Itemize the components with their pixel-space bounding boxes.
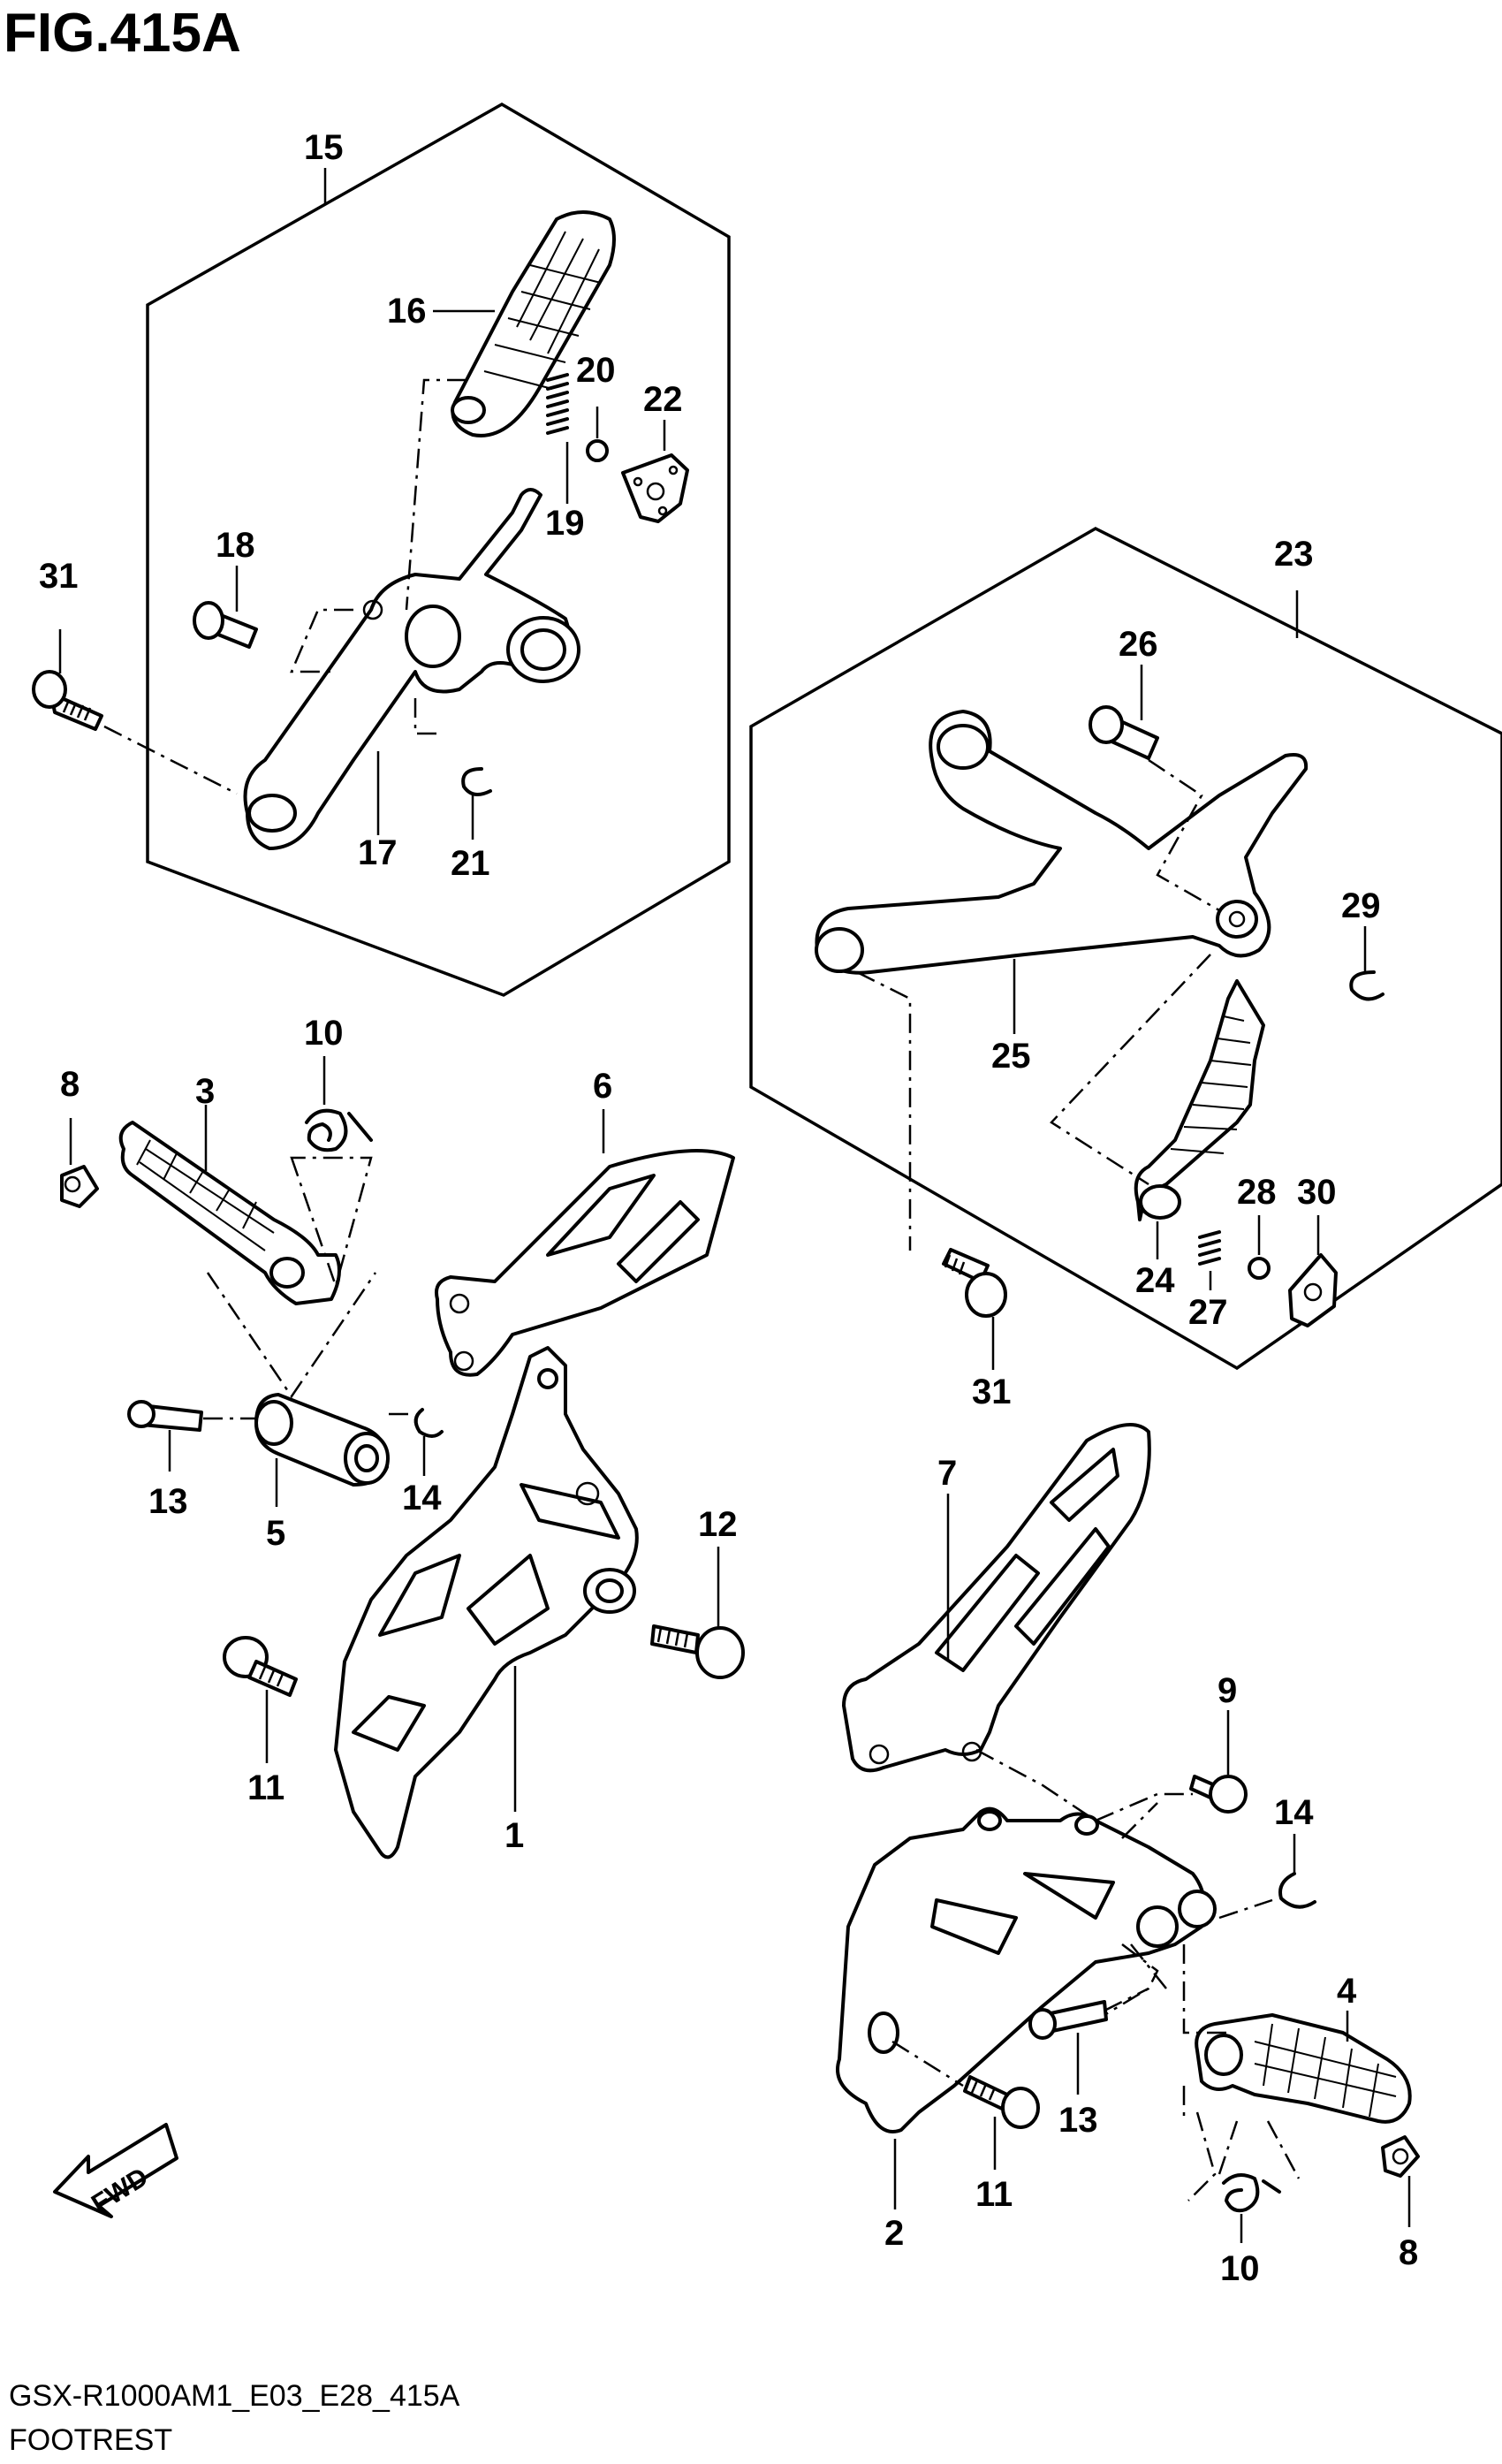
part-31-bolt-lower bbox=[942, 1248, 1007, 1318]
callout-29[interactable]: 29 bbox=[1341, 886, 1381, 925]
callout-12[interactable]: 12 bbox=[698, 1505, 738, 1544]
callout-22[interactable]: 22 bbox=[643, 380, 683, 419]
callout-11-right[interactable]: 11 bbox=[975, 2175, 1013, 2214]
callout-20[interactable]: 20 bbox=[576, 351, 616, 390]
callout-13-left[interactable]: 13 bbox=[148, 1482, 188, 1521]
callout-30[interactable]: 30 bbox=[1297, 1173, 1337, 1212]
callout-1[interactable]: 1 bbox=[504, 1816, 524, 1855]
part-6-heel-guard-left bbox=[435, 1149, 735, 1377]
callout-31-lower[interactable]: 31 bbox=[972, 1373, 1012, 1411]
part-3-rider-footrest bbox=[118, 1121, 341, 1305]
model-code: GSX-R1000AM1_E03_E28_415A bbox=[9, 2379, 460, 2413]
callout-9[interactable]: 9 bbox=[1218, 1671, 1237, 1710]
part-12-bolt bbox=[650, 1624, 745, 1679]
part-29-e-clip bbox=[1349, 970, 1384, 1001]
callout-6[interactable]: 6 bbox=[593, 1067, 612, 1106]
part-26-pin bbox=[1089, 705, 1159, 760]
callout-27[interactable]: 27 bbox=[1188, 1293, 1228, 1332]
callout-18[interactable]: 18 bbox=[216, 526, 255, 565]
part-4-rider-footrest-right bbox=[1195, 2013, 1412, 2124]
part-1-footrest-bracket-left bbox=[334, 1346, 639, 1859]
part-28-ball bbox=[1248, 1257, 1271, 1280]
part-30-plate bbox=[1288, 1253, 1338, 1327]
part-5-pivot-mount bbox=[254, 1393, 390, 1487]
part-14-e-clip-left bbox=[413, 1408, 444, 1438]
part-27-spring bbox=[1198, 1230, 1221, 1266]
part-13-pin-right bbox=[1028, 2000, 1108, 2040]
part-10-spring-left bbox=[305, 1108, 373, 1152]
forward-direction-arrow-icon: FWD bbox=[53, 2123, 178, 2219]
callout-15[interactable]: 15 bbox=[304, 128, 344, 167]
part-13-pin-left bbox=[127, 1400, 203, 1432]
part-21-e-clip bbox=[461, 767, 492, 796]
callout-28[interactable]: 28 bbox=[1237, 1173, 1277, 1212]
part-16-footrest-rubber bbox=[451, 210, 616, 437]
callout-5[interactable]: 5 bbox=[266, 1514, 285, 1553]
callout-26[interactable]: 26 bbox=[1119, 625, 1158, 664]
part-10-spring-right bbox=[1222, 2173, 1281, 2213]
callout-8-left[interactable]: 8 bbox=[60, 1065, 80, 1104]
part-11-bolt-right bbox=[963, 2075, 1040, 2129]
part-20-ball bbox=[586, 439, 609, 462]
part-22-plate bbox=[621, 453, 689, 523]
callout-labels: 15 16 20 22 19 18 31 17 21 23 26 29 25 2… bbox=[39, 128, 1418, 2288]
callout-2[interactable]: 2 bbox=[884, 2214, 904, 2253]
callout-13-right[interactable]: 13 bbox=[1058, 2101, 1098, 2140]
callout-24[interactable]: 24 bbox=[1135, 1261, 1175, 1300]
figure-title: FIG.415A bbox=[4, 3, 241, 64]
callout-19[interactable]: 19 bbox=[545, 504, 585, 543]
callout-10-right[interactable]: 10 bbox=[1220, 2249, 1260, 2288]
part-14-e-clip-right bbox=[1278, 1872, 1316, 1909]
callout-25[interactable]: 25 bbox=[991, 1037, 1031, 1076]
part-24-passenger-footrest bbox=[1134, 979, 1265, 1221]
callout-14-right[interactable]: 14 bbox=[1274, 1793, 1314, 1832]
part-7-heel-guard-right bbox=[842, 1423, 1151, 1773]
section-name: FOOTREST bbox=[9, 2423, 172, 2457]
callout-4[interactable]: 4 bbox=[1337, 1972, 1357, 2011]
callout-3[interactable]: 3 bbox=[195, 1072, 215, 1111]
part-17-footrest-bracket bbox=[243, 488, 580, 850]
callout-10-left[interactable]: 10 bbox=[304, 1014, 344, 1053]
part-18-pin bbox=[193, 601, 258, 649]
assembly-frame-15 bbox=[146, 102, 731, 997]
part-31-bolt-upper bbox=[32, 670, 103, 731]
assembly-frame-23 bbox=[749, 527, 1502, 1371]
callout-14-left[interactable]: 14 bbox=[402, 1479, 442, 1517]
part-8-cap-right bbox=[1381, 2135, 1420, 2178]
callout-7[interactable]: 7 bbox=[937, 1454, 957, 1493]
callout-23[interactable]: 23 bbox=[1274, 535, 1314, 574]
part-25-passenger-bracket bbox=[815, 710, 1309, 975]
part-2-footrest-bracket-right bbox=[836, 1806, 1217, 2133]
callout-16[interactable]: 16 bbox=[387, 292, 427, 331]
callout-21[interactable]: 21 bbox=[451, 844, 490, 883]
callout-8-right[interactable]: 8 bbox=[1399, 2233, 1418, 2272]
part-9-bolt bbox=[1189, 1775, 1248, 1814]
callout-17[interactable]: 17 bbox=[358, 833, 398, 872]
callout-31-upper[interactable]: 31 bbox=[39, 557, 79, 596]
callout-11-left[interactable]: 11 bbox=[247, 1768, 284, 1807]
part-8-cap-left bbox=[60, 1165, 99, 1208]
part-19-spring bbox=[546, 373, 569, 435]
part-11-bolt-left bbox=[223, 1636, 298, 1697]
